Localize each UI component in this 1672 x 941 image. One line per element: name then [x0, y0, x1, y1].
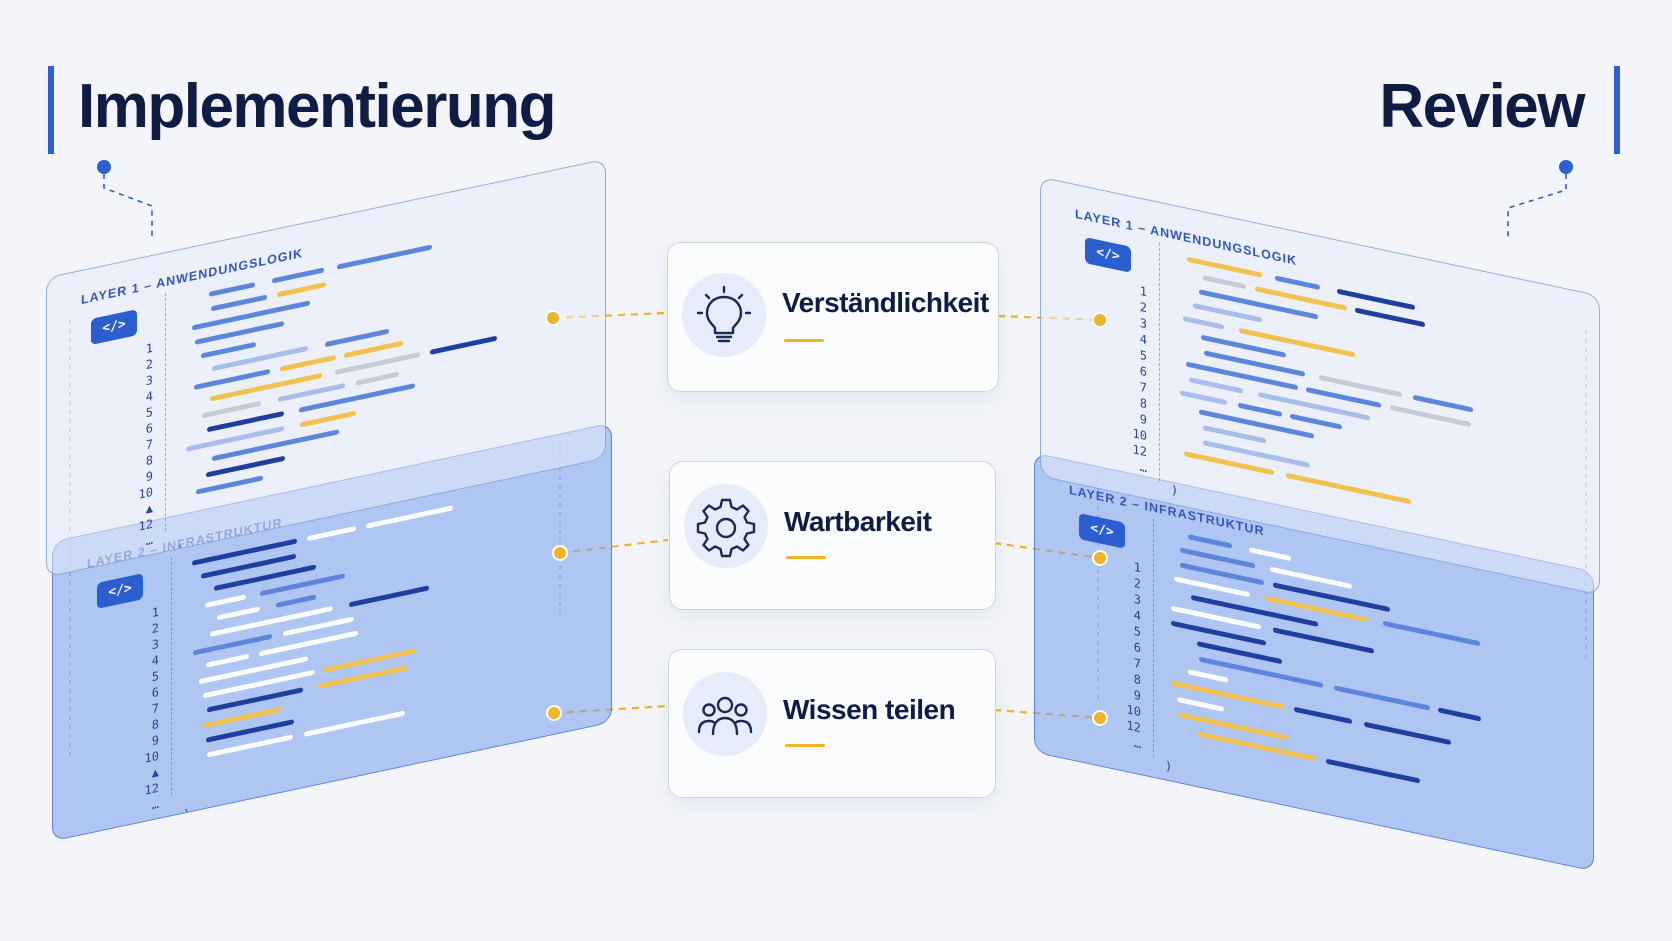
code-guide: [165, 293, 166, 532]
code-line-bar: [1337, 288, 1415, 311]
card-label: Verständlichkeit: [782, 287, 989, 318]
lightbulb-icon: [696, 285, 752, 343]
code-line-bar: [1198, 731, 1316, 762]
card-underline: [786, 556, 826, 559]
left-header-leader: [103, 174, 153, 240]
right-header-dot: [1559, 160, 1573, 174]
card-underline: [784, 339, 824, 342]
code-line-bar: [1178, 712, 1288, 741]
code-icon: </>: [97, 573, 143, 609]
code-icon: </>: [1079, 513, 1125, 549]
closing-brace: ): [1171, 482, 1179, 498]
code-line-bar: [211, 294, 267, 312]
code-icon: </>: [91, 309, 137, 345]
code-line-bar: [1273, 582, 1390, 613]
code-line-bar: [192, 300, 310, 331]
code-line-bar: [272, 267, 324, 284]
code-line-bar: [276, 594, 316, 608]
icon-circle: [683, 672, 767, 756]
code-line-bar: [349, 585, 429, 608]
code-line-bar: [1438, 707, 1481, 722]
people-icon: [697, 696, 753, 736]
code-line-bar: [1180, 390, 1227, 406]
code-line-bar: [209, 282, 255, 297]
code-line-bar: [210, 605, 333, 637]
code-guide: [171, 557, 172, 796]
card-verstaendlichkeit: Verständlichkeit: [667, 242, 999, 392]
card-label: Wissen teilen: [783, 694, 956, 725]
code-line-bar: [1199, 656, 1323, 688]
code-line-bar: [259, 630, 358, 657]
code-line-bar: [1203, 425, 1266, 444]
code-line-bar: [1364, 721, 1451, 746]
icon-circle: [682, 273, 766, 357]
card-wissen-teilen: Wissen teilen: [668, 649, 996, 798]
code-line-bar: [212, 429, 339, 462]
heading-review: Review: [1379, 72, 1585, 141]
code-line-bar: [205, 594, 246, 608]
connector-card1-r1: [997, 314, 1101, 322]
code-line-bar: [1355, 307, 1425, 328]
code-line-bar: [300, 410, 356, 428]
code-line-bar: [196, 475, 263, 495]
code-guide: [1153, 518, 1154, 757]
card-wartbarkeit: Wartbarkeit: [669, 461, 996, 610]
code-line-bar: [1294, 706, 1352, 725]
code-line-bar: [1413, 394, 1473, 413]
code-line-bar: [1273, 627, 1374, 654]
code-line-bar: [1383, 620, 1480, 647]
gear-icon: [696, 498, 756, 558]
code-icon: </>: [1085, 237, 1131, 273]
code-line-bar: [356, 371, 399, 386]
right-header-leader: [1507, 174, 1567, 240]
code-line-bar: [1171, 680, 1284, 710]
code-line-bar: [307, 525, 356, 542]
code-line-bar: [344, 340, 403, 359]
code-line-bar: [1188, 669, 1228, 683]
code-line-bar: [1177, 696, 1224, 712]
code-line-bar: [1249, 547, 1291, 562]
code-line-bar: [202, 400, 261, 419]
closing-brace: ): [1165, 758, 1173, 774]
code-line-bar: [1290, 413, 1342, 430]
code-line-bar: [1199, 289, 1318, 320]
code-guide: [1159, 242, 1160, 481]
code-line-bar: [206, 653, 249, 668]
code-line-bar: [1326, 758, 1420, 784]
heading-implementierung: Implementierung: [78, 72, 557, 141]
card-underline: [785, 744, 825, 747]
code-line-bar: [280, 354, 336, 372]
code-line-bar: [1188, 534, 1232, 549]
code-line-bar: [304, 710, 405, 737]
code-line-bar: [1189, 377, 1243, 394]
code-line-bar: [1191, 594, 1318, 627]
left-heading-accent-bar: [48, 66, 54, 154]
code-line-bar: [1203, 275, 1246, 290]
code-line-bar: [366, 505, 453, 529]
icon-circle: [684, 484, 768, 568]
code-line-bar: [277, 282, 326, 298]
code-line-bar: [217, 606, 260, 621]
left-header-dot: [97, 160, 111, 174]
code-line-bar: [1238, 402, 1282, 417]
code-line-bar: [1183, 315, 1224, 330]
code-line-bar: [337, 244, 432, 270]
code-line-bar: [325, 328, 389, 348]
code-line-bar: [1275, 275, 1320, 290]
code-line-bar: [1239, 327, 1355, 358]
right-heading-accent-bar: [1614, 66, 1620, 154]
code-line-bar: [1286, 472, 1411, 505]
code-line-bar: [201, 341, 256, 359]
code-line-bar: [299, 383, 415, 413]
code-line-bar: [1199, 409, 1314, 439]
code-line-bar: [1334, 685, 1430, 711]
code-line-bar: [430, 335, 497, 355]
card-label: Wartbarkeit: [784, 506, 932, 537]
code-line-bar: [1187, 256, 1262, 278]
